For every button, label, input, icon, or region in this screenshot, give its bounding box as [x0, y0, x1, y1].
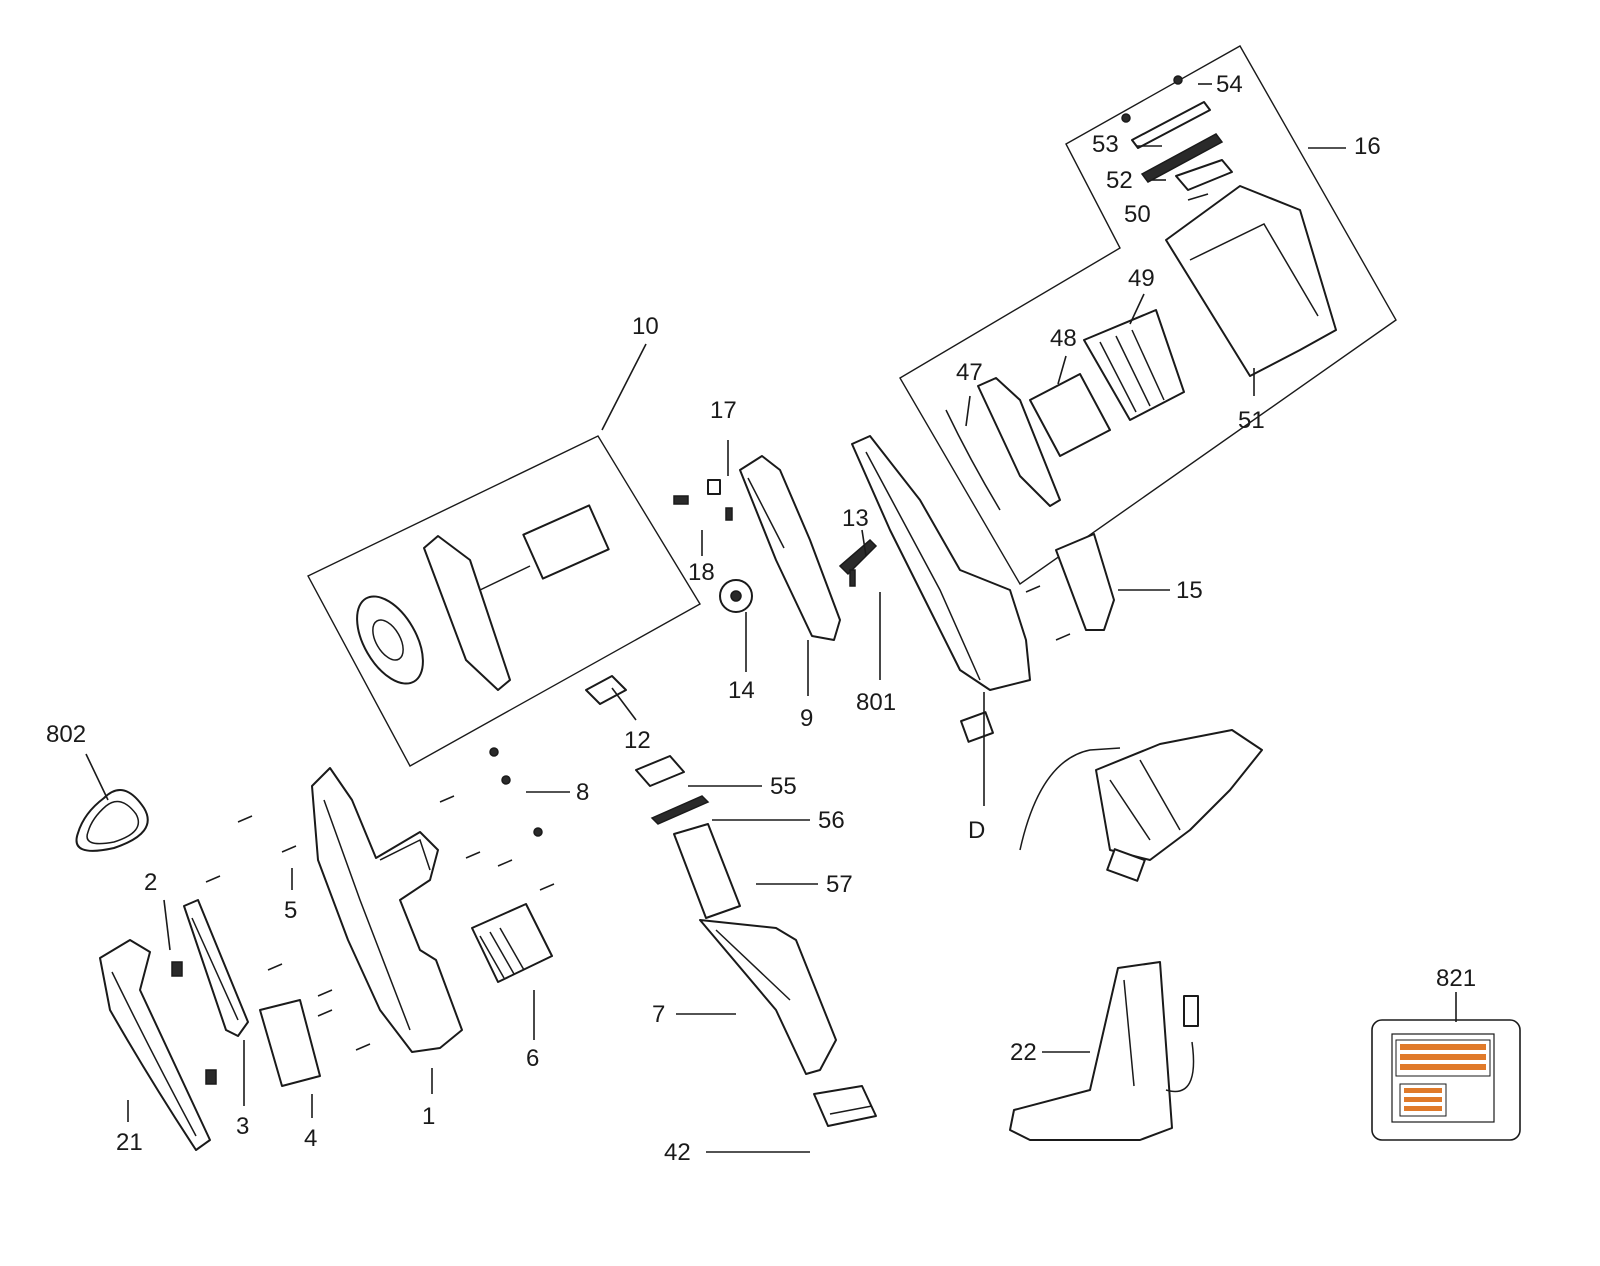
part-42-brush-head: [813, 1085, 877, 1127]
callout-54: 54: [1216, 71, 1243, 98]
callout-821: 821: [1436, 965, 1476, 992]
callout-5: 5: [284, 897, 297, 924]
callout-15: 15: [1176, 577, 1203, 604]
callout-17: 17: [710, 397, 737, 424]
label-stripe: [1400, 1044, 1486, 1050]
part-D-body: [851, 435, 1031, 691]
part-55-ring: [635, 755, 685, 787]
callout-9: 9: [800, 705, 813, 732]
callout-56: 56: [818, 807, 845, 834]
part-54-screw: [1173, 75, 1183, 85]
callout-48: 48: [1050, 325, 1077, 352]
callout-47: 47: [956, 359, 983, 386]
part-12-seal: [585, 675, 627, 705]
callout-labels: 1 2 3 4 5 6 7 8 9 10 12 13 14 15 16 17 1…: [46, 71, 1476, 1166]
callout-6: 6: [526, 1045, 539, 1072]
callout-8: 8: [576, 779, 589, 806]
part-4-pad: [259, 999, 321, 1087]
assembly-box-16: [899, 45, 1397, 586]
part-21-cover: [99, 939, 211, 1151]
part-57-tube: [673, 823, 741, 919]
screws-5: [205, 795, 555, 1051]
part-53-bar: [1131, 101, 1211, 149]
part-22-stand: [1009, 961, 1173, 1141]
callout-57: 57: [826, 871, 853, 898]
callout-50: 50: [1124, 201, 1151, 228]
callout-12: 12: [624, 727, 651, 754]
label-stripe: [1404, 1097, 1442, 1102]
part-821-label-panel-small: [1399, 1083, 1447, 1117]
part-10-motor-plate: [423, 535, 511, 691]
callout-13: 13: [842, 505, 869, 532]
callout-D: D: [968, 817, 985, 844]
part-10-fan-disc: [356, 595, 424, 685]
part-56-strip: [650, 795, 710, 825]
callout-52: 52: [1106, 167, 1133, 194]
label-stripe: [1404, 1106, 1442, 1111]
label-stripe: [1404, 1088, 1442, 1093]
part-48-filter-frame: [977, 377, 1061, 507]
part-801-spring: [849, 569, 856, 587]
callout-16: 16: [1354, 133, 1381, 160]
part-821-label-panel: [1395, 1039, 1491, 1077]
callout-42: 42: [664, 1139, 691, 1166]
part-13-trigger: [838, 538, 878, 576]
part-D-button: [960, 711, 994, 743]
part-10-motor: [522, 504, 610, 580]
callout-801: 801: [856, 689, 896, 716]
callout-2: 2: [144, 869, 157, 896]
callout-1: 1: [422, 1103, 435, 1130]
callout-51: 51: [1238, 407, 1265, 434]
part-52-brush: [1140, 133, 1224, 183]
part-6-battery: [471, 903, 553, 983]
callout-14: 14: [728, 677, 755, 704]
leader-lines: [85, 83, 1457, 1153]
callout-21: 21: [116, 1129, 143, 1156]
callout-802: 802: [46, 721, 86, 748]
callout-7: 7: [652, 1001, 665, 1028]
part-15-cap: [1055, 533, 1115, 631]
part-9-handle: [739, 455, 841, 641]
part-50-clip: [1175, 159, 1233, 191]
callout-53: 53: [1092, 131, 1119, 158]
part-49-filter: [1083, 309, 1185, 421]
callout-18: 18: [688, 559, 715, 586]
part-8-clip: [489, 747, 499, 757]
label-stripe: [1400, 1054, 1486, 1060]
assembly-box-10: [307, 435, 701, 767]
label-stripe: [1400, 1064, 1486, 1070]
part-D-wiring: [1019, 747, 1121, 851]
part-7-nozzle: [699, 919, 837, 1075]
part-18-screw: [673, 495, 689, 505]
callout-55: 55: [770, 773, 797, 800]
part-1-housing: [311, 767, 463, 1053]
part-22-adapter: [1183, 995, 1199, 1027]
callout-4: 4: [304, 1125, 317, 1152]
callout-22: 22: [1010, 1039, 1037, 1066]
part-47-gasket: [945, 409, 1001, 511]
part-51-dust-bin: [1165, 185, 1337, 377]
part-17-switch: [707, 479, 721, 495]
part-2-screw: [171, 961, 183, 977]
callout-49: 49: [1128, 265, 1155, 292]
callout-3: 3: [236, 1113, 249, 1140]
callout-10: 10: [632, 313, 659, 340]
